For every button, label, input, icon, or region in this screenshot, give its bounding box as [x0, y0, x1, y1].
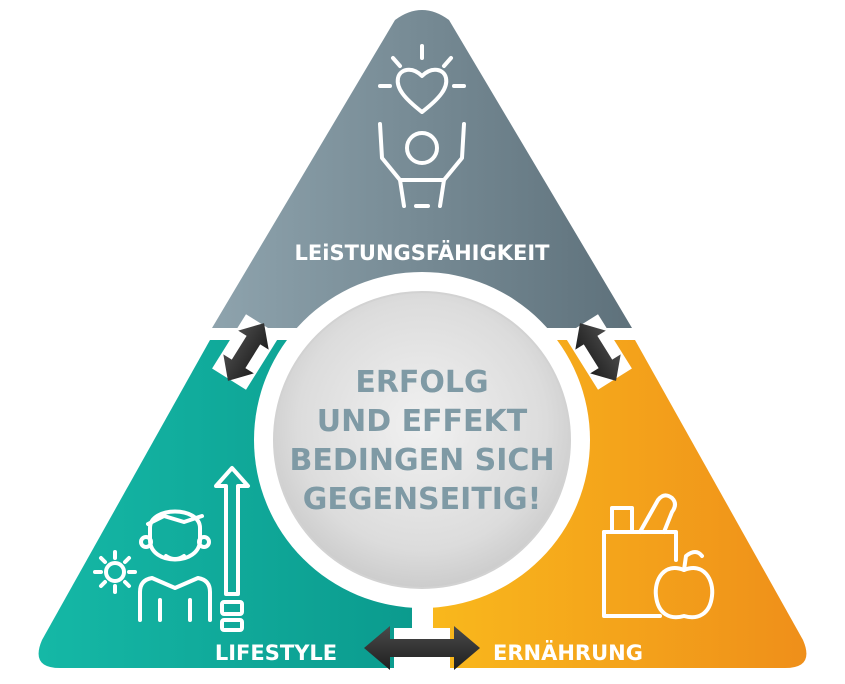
- double-arrow-icon: [364, 626, 480, 670]
- double-arrow-icon: [575, 323, 621, 381]
- heart-person-icon: [378, 44, 466, 208]
- center-line-1: ERFOLG: [355, 365, 488, 400]
- double-arrow-icon: [223, 323, 269, 381]
- label-top: LEiSTUNGSFÄHIGKEIT: [295, 240, 551, 265]
- gear-icon: [104, 561, 126, 583]
- segment-top: [212, 10, 632, 328]
- person-growth-icon: [93, 466, 250, 632]
- arrow-bottom: [364, 626, 480, 670]
- center-line-2: UND EFFEKT: [317, 404, 528, 439]
- arrow-right: [564, 314, 632, 390]
- grocery-bag-apple-icon: [602, 493, 715, 620]
- arrow-up-icon: [214, 466, 250, 596]
- center-line-3: BEDINGEN SICH: [289, 443, 554, 478]
- label-right: ERNÄHRUNG: [493, 640, 643, 665]
- apple-icon: [653, 566, 715, 620]
- center-line-4: GEGENSEITIG!: [303, 482, 542, 517]
- label-left: LIFESTYLE: [215, 641, 337, 665]
- center-circle: [273, 291, 571, 589]
- arrow-left: [212, 314, 280, 390]
